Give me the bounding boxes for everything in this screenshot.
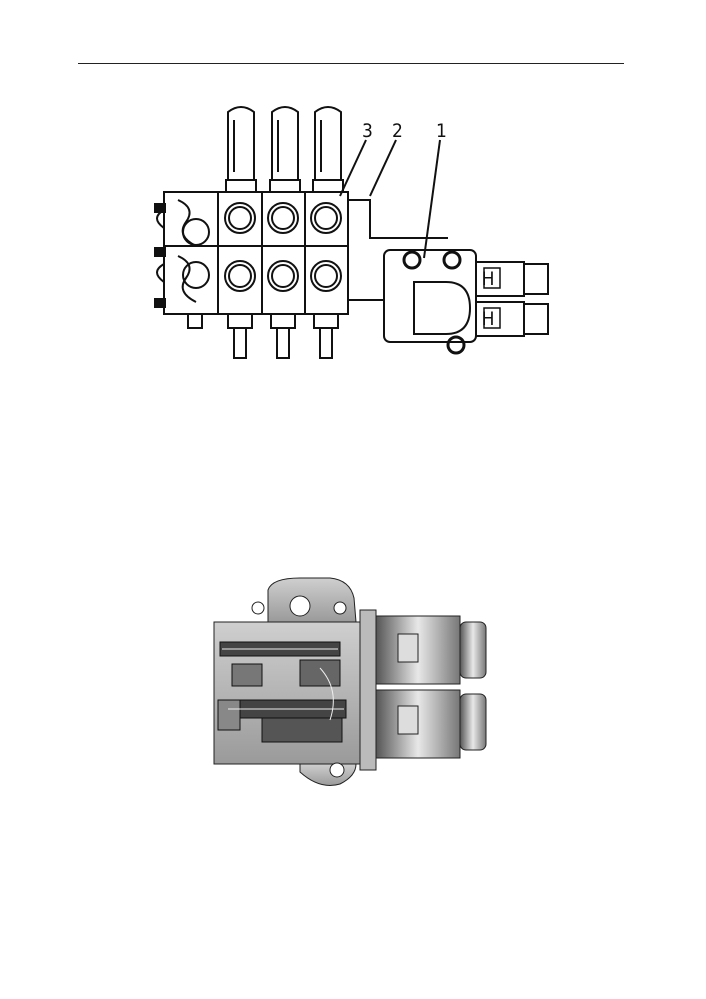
valve-block [163, 191, 349, 315]
solenoid-label-upper: H [482, 268, 495, 290]
solenoid-label-lower: H [482, 308, 495, 330]
lever-1 [225, 106, 257, 193]
header-rule [78, 63, 624, 64]
lever-2 [269, 106, 301, 193]
lever-3 [312, 106, 344, 193]
callout-3: 3 [362, 120, 373, 142]
solenoid-valve-cutaway-figure [213, 577, 487, 786]
valve-bank-exterior-figure: H H 3 2 1 [154, 106, 549, 359]
callout-2: 2 [392, 120, 403, 142]
callout-1: 1 [436, 120, 447, 142]
